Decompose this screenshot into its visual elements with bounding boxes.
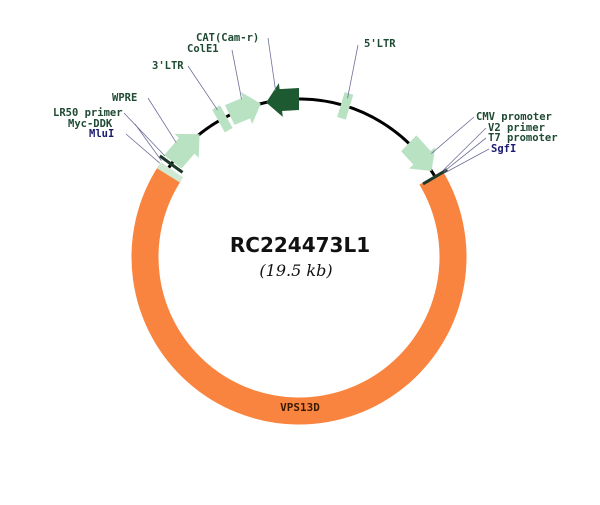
label-5ltr: 5'LTR [364,38,396,50]
feature-5ltr [337,92,354,120]
label-3ltr: 3'LTR [152,60,184,72]
site-mlui-tick [158,154,184,174]
leader-line [187,65,218,111]
feature-3ltr [212,105,233,133]
leader-line [443,137,487,173]
label-lr50-primer: LR50 primer [53,107,123,119]
gene-label-vps13d: VPS13D [280,401,320,414]
label-t7-promoter: T7 promoter [488,132,558,144]
label-mlui: MluI [89,128,114,140]
myc-ddk-tag [156,162,184,183]
site-sgfi-tick [422,168,448,186]
leader-line [134,123,162,161]
label-sgfi: SgfI [491,143,516,155]
feature-cmv-promoter-arrow [401,135,436,171]
plasmid-name: RC224473L1 [230,233,370,257]
leader-line [431,116,475,154]
plasmid-size: (19.5 kb) [259,261,332,280]
leader-line [125,133,160,164]
label-v2-primer: V2 primer [488,122,545,134]
leader-line [267,37,277,91]
leader-line [347,44,359,99]
leader-line [442,127,487,171]
feature-cat-arrow [266,83,299,117]
label-cmv-promoter: CMV promoter [476,111,552,123]
label-wpre: WPRE [112,92,137,104]
feature-wpre-arrow [164,133,200,169]
leader-line [123,112,166,157]
backbone-line [165,97,436,177]
leader-line [444,148,490,174]
leader-line [231,49,242,100]
feature-cole1-arrow [224,91,261,125]
label-cole1: ColE1 [187,43,219,55]
label-myc-ddk: Myc-DDK [68,118,113,130]
label-cat: CAT(Cam-r) [196,32,259,44]
leader-line [147,97,177,143]
gene-vps13d [131,165,467,425]
